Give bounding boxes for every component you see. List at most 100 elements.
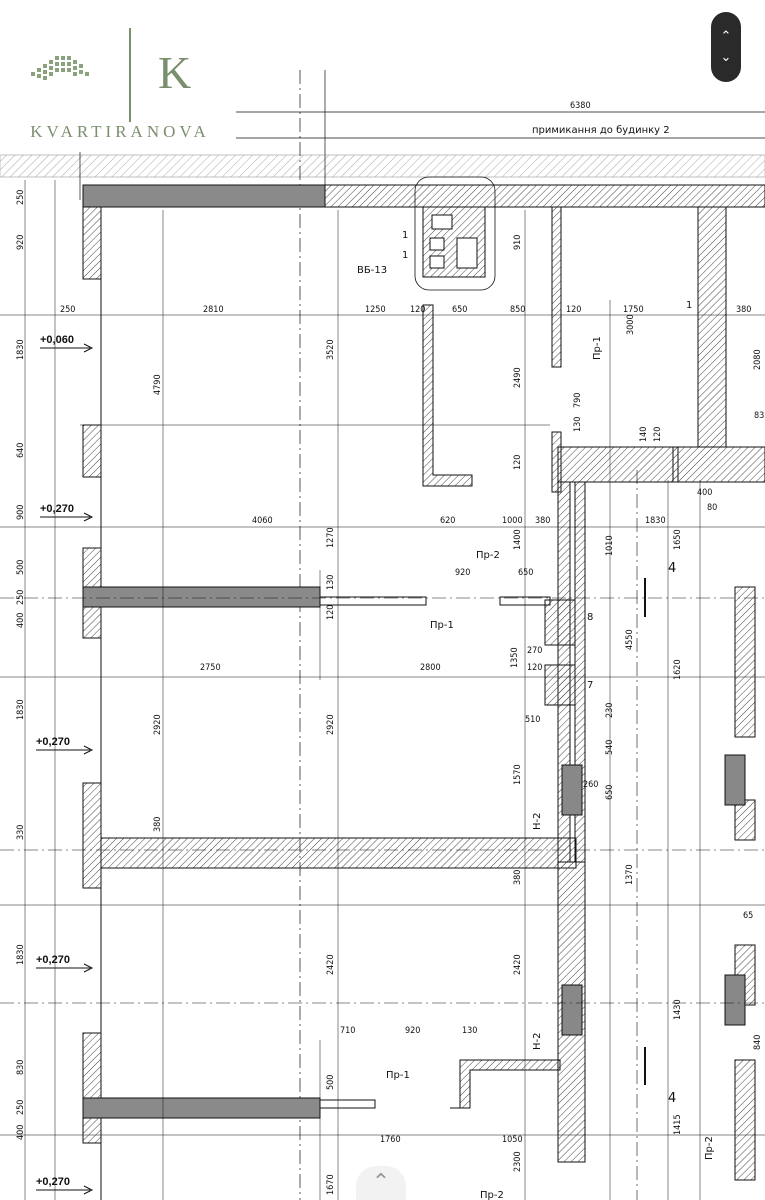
dim: 120 — [410, 305, 425, 315]
dim: 4060 — [252, 516, 273, 526]
label-one: 1 — [402, 250, 408, 261]
building-logo-icon — [31, 56, 89, 80]
dim-left: 1830 — [16, 339, 26, 360]
dim: 1830 — [645, 516, 666, 526]
dim: 650 — [605, 785, 615, 800]
adjacent-note: примикання до будинку 2 — [532, 125, 670, 136]
dim: 2800 — [420, 663, 441, 673]
dim: 400 — [697, 488, 712, 498]
dim: 1760 — [380, 1135, 401, 1145]
dim: 1400 — [513, 529, 523, 550]
dim: 2420 — [326, 954, 336, 975]
chevron-up-icon[interactable]: ⌃ — [720, 29, 732, 44]
dim: 1430 — [673, 999, 683, 1020]
dim: 120 — [527, 663, 542, 673]
dim: 1570 — [513, 764, 523, 785]
dim: 1050 — [502, 1135, 523, 1145]
dim: 540 — [605, 740, 615, 755]
dim: 2300 — [513, 1151, 523, 1172]
dim: 910 — [513, 235, 523, 250]
dim: 380 — [535, 516, 550, 526]
level-mark: +0,060 — [40, 334, 74, 346]
scroll-control[interactable]: ⌃ ⌄ — [711, 12, 741, 82]
label-lintel-2: Пр-2 — [480, 1190, 504, 1200]
right-structure — [450, 206, 765, 1181]
wall-top-right — [324, 184, 765, 208]
dim: 380 — [513, 870, 523, 885]
brand-logo-card: K — [8, 12, 236, 152]
inner-dimensions: 250 2810 1250 120 650 850 120 1750 380 3… — [60, 235, 764, 1195]
label-lintel-1: Пр-1 — [386, 1070, 410, 1081]
dim: 120 — [326, 605, 336, 620]
axis-lines — [0, 470, 765, 1200]
dim-left: 250 — [16, 190, 26, 205]
dim: 920 — [455, 568, 470, 578]
dim-left: 400 — [16, 613, 26, 628]
dim: 1750 — [623, 305, 644, 315]
level-marks: +0,060 +0,270 +0,270 +0,270 +0,270 — [36, 334, 94, 1195]
dim: 710 — [340, 1026, 355, 1036]
dim: 120 — [513, 455, 523, 470]
dim-left: 830 — [16, 1060, 26, 1075]
dim-left: 250 — [16, 590, 26, 605]
dim-left: 500 — [16, 560, 26, 575]
label-block-h2: Н-2 — [532, 1033, 543, 1051]
dim: 1650 — [673, 529, 683, 550]
brand-name: KVARTIRANOVA — [30, 122, 210, 141]
dim: 3520 — [326, 339, 336, 360]
dim-top-2: 6380 — [570, 101, 591, 111]
label-block-h2: Н-2 — [532, 813, 543, 831]
dim-left: 640 — [16, 443, 26, 458]
logo-k-mark: K — [158, 47, 192, 98]
dim: 380 — [153, 817, 163, 832]
dim: 500 — [326, 1075, 336, 1090]
label-stair-7: 7 — [587, 680, 593, 691]
level-mark: +0,270 — [40, 503, 74, 515]
dim: 1370 — [625, 864, 635, 885]
dim-left: 920 — [16, 235, 26, 250]
label-section-4: 4 — [668, 561, 676, 576]
dim: 380 — [736, 305, 751, 315]
dim: 130 — [326, 575, 336, 590]
dim: 2750 — [200, 663, 221, 673]
dim: 1415 — [673, 1114, 683, 1135]
adjacent-building-strip — [0, 154, 765, 178]
dim: 250 — [60, 305, 75, 315]
dim-left: 1830 — [16, 944, 26, 965]
level-mark: +0,270 — [36, 736, 70, 748]
dim: 2920 — [326, 714, 336, 735]
dim: 1270 — [326, 527, 336, 548]
level-mark: +0,270 — [36, 1176, 70, 1188]
dim: 2810 — [203, 305, 224, 315]
dim: 650 — [452, 305, 467, 315]
guide-lines — [0, 180, 765, 1200]
dim: 270 — [527, 646, 542, 656]
dim: 2080 — [753, 349, 763, 370]
bottom-expand-button[interactable]: ⌃ — [356, 1166, 406, 1200]
label-one: 1 — [402, 230, 408, 241]
wall-mid-2 — [100, 837, 577, 869]
label-lintel-1: Пр-1 — [592, 336, 603, 360]
dim: 260 — [583, 780, 598, 790]
dim: 790 — [573, 393, 583, 408]
dim: 510 — [525, 715, 540, 725]
vent-block-outline — [414, 176, 496, 291]
dim: 1250 — [365, 305, 386, 315]
dim: 130 — [573, 417, 583, 432]
dim: 1350 — [510, 647, 520, 668]
wall-top-left — [82, 184, 326, 208]
dim: 120 — [566, 305, 581, 315]
logo-separator — [129, 28, 131, 122]
label-lintel-1: Пр-1 — [430, 620, 454, 631]
dim: 65 — [743, 911, 753, 921]
dim-left: 400 — [16, 1125, 26, 1140]
chevron-down-icon[interactable]: ⌄ — [720, 50, 732, 65]
dim: 4790 — [153, 374, 163, 395]
left-exterior-wall — [82, 206, 102, 1200]
dim-left: 1830 — [16, 699, 26, 720]
dim: 2490 — [513, 367, 523, 388]
shaft-wall — [422, 304, 473, 487]
dim-left: 330 — [16, 825, 26, 840]
label-stair-8: 8 — [587, 612, 593, 623]
